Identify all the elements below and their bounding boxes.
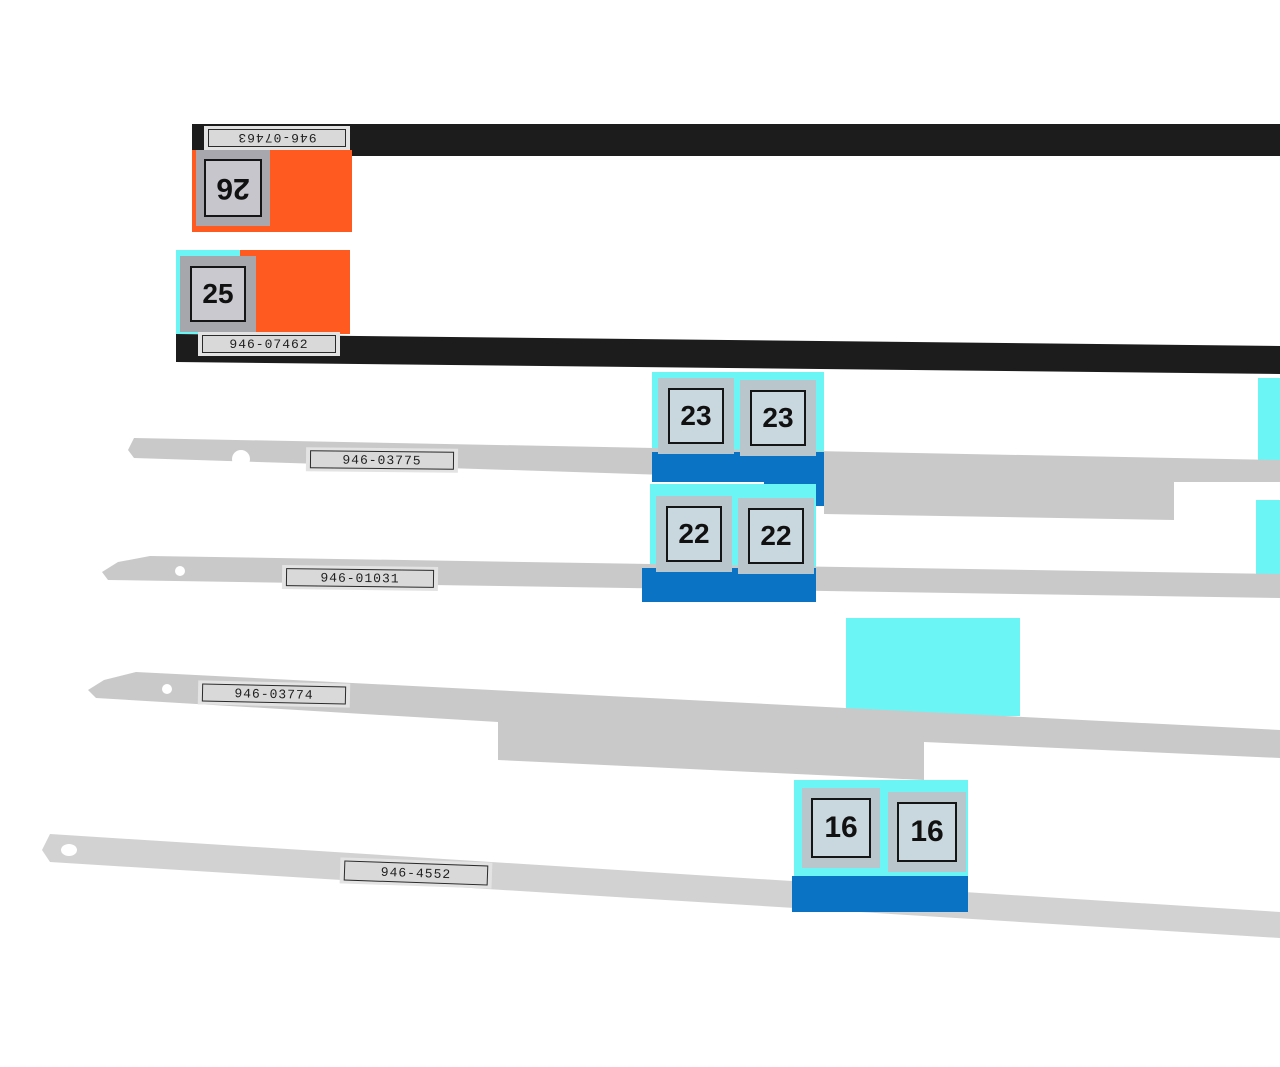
black-strip-26	[192, 124, 1280, 232]
part-label-946-07463: 946-07463	[204, 126, 350, 150]
cyan-liner-blank	[846, 618, 1020, 716]
position-tag-25: 25	[180, 256, 256, 332]
part-label-946-03775: 946-03775	[305, 447, 459, 473]
part-number-text: 946-07463	[208, 129, 346, 147]
black-strip-26-band	[192, 124, 1280, 232]
part-number-text: 946-01031	[285, 568, 435, 588]
mounting-hole-blank	[162, 684, 172, 694]
part-label-946-01031: 946-01031	[281, 565, 439, 591]
mounting-hole-16	[61, 844, 77, 856]
position-tag-number: 16	[897, 802, 957, 862]
position-tag-23-left: 23	[658, 378, 734, 454]
part-label-946-03774: 946-03774	[197, 680, 351, 708]
position-tag-number: 26	[204, 159, 262, 217]
part-number-text: 946-4552	[343, 860, 489, 886]
position-tag-16-right: 16	[888, 792, 966, 872]
silver-strip-blank-band	[88, 672, 1280, 780]
blue-adhesive-16	[792, 876, 968, 912]
part-label-946-07462: 946-07462	[198, 332, 340, 356]
position-tag-number: 23	[668, 388, 724, 444]
silver-strip-blank	[88, 618, 1280, 780]
position-tag-22-right: 22	[738, 498, 814, 574]
part-number-text: 946-07462	[202, 335, 336, 353]
mounting-hole-22	[175, 566, 185, 576]
position-tag-number: 22	[748, 508, 804, 564]
black-strip-25-band	[176, 334, 1280, 374]
mounting-hole-23	[232, 450, 250, 468]
position-tag-number: 22	[666, 506, 722, 562]
blue-adhesive-23	[652, 452, 824, 482]
silver-strip-16	[42, 780, 1280, 938]
position-tag-26: 26	[196, 150, 270, 226]
black-strip-25	[176, 250, 1280, 374]
position-tag-23-right: 23	[740, 380, 816, 456]
orange-tab-25	[240, 250, 350, 334]
cyan-liner-23-right	[1258, 378, 1280, 464]
part-number-text: 946-03774	[201, 683, 347, 705]
position-tag-number: 16	[811, 798, 871, 858]
part-number-text: 946-03775	[309, 450, 455, 470]
position-tag-number: 25	[190, 266, 246, 322]
position-tag-16-left: 16	[802, 788, 880, 868]
position-tag-22-left: 22	[656, 496, 732, 572]
part-label-946-4552: 946-4552	[339, 857, 493, 889]
position-tag-number: 23	[750, 390, 806, 446]
silver-strip-16-band	[42, 834, 1280, 938]
